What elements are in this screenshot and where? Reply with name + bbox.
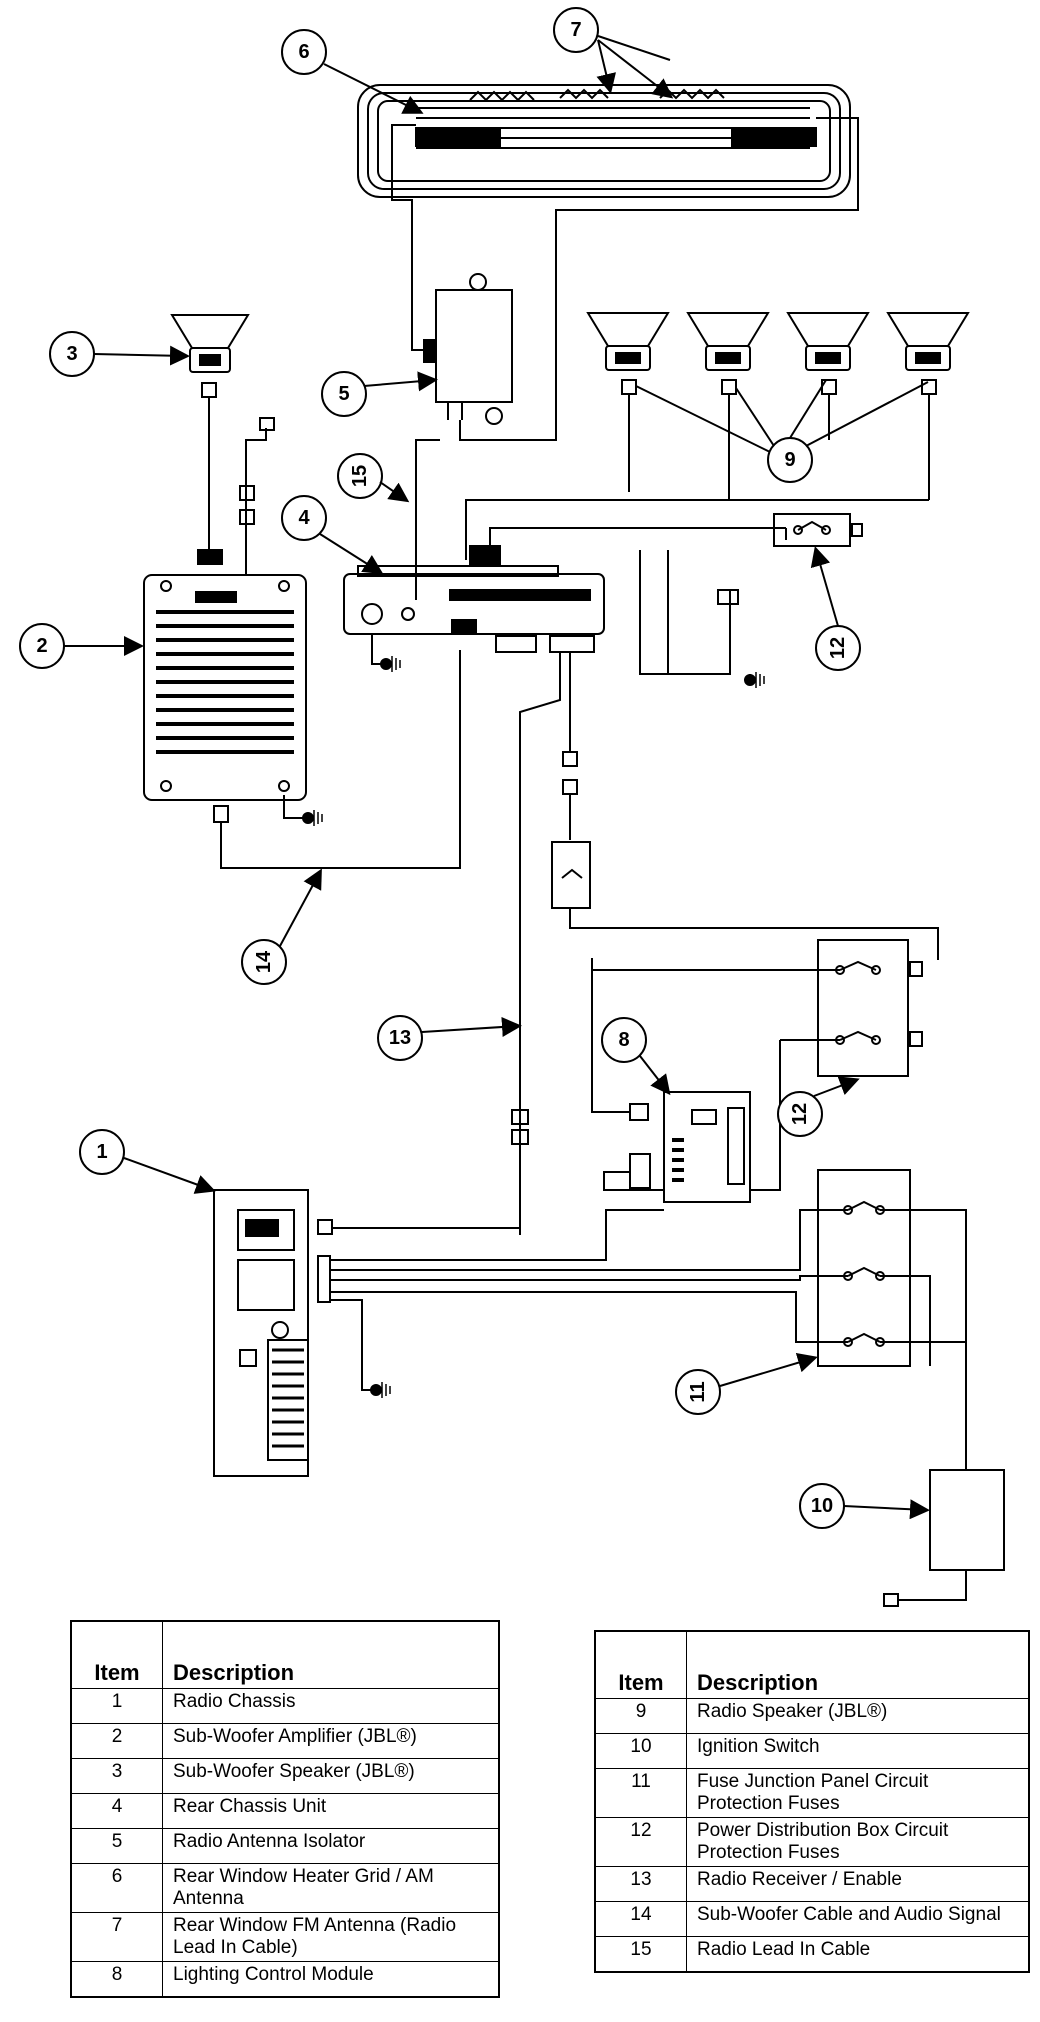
legend-description: Radio Chassis	[162, 1688, 500, 1724]
legend-description: Rear Window Heater Grid / AM Antenna	[162, 1863, 500, 1913]
legend-item: 12	[594, 1817, 687, 1867]
callout-6: 6	[298, 41, 309, 63]
legend-description: Fuse Junction Panel Circuit Protection F…	[686, 1768, 1030, 1818]
legend-header-description: Description	[686, 1631, 1030, 1699]
radio-chassis	[213, 1189, 309, 1477]
legend-item: 2	[70, 1723, 163, 1759]
legend-header-description: Description	[162, 1621, 500, 1689]
legend-description: Radio Antenna Isolator	[162, 1828, 500, 1864]
callout-8: 8	[618, 1029, 629, 1051]
legend-header-item: Item	[594, 1631, 687, 1699]
legend-item: 10	[594, 1733, 687, 1769]
legend-item: 14	[594, 1901, 687, 1937]
callout-2: 2	[36, 635, 47, 657]
power-distribution-box-upper	[773, 513, 863, 547]
legend-description: Sub-Woofer Speaker (JBL®)	[162, 1758, 500, 1794]
callout-12-upper: 12	[827, 637, 849, 659]
legend-item: 11	[594, 1768, 687, 1818]
callout-7: 7	[570, 19, 581, 41]
callout-12-lower: 12	[789, 1103, 811, 1125]
legend-item: 6	[70, 1863, 163, 1913]
legend-description: Radio Receiver / Enable	[686, 1866, 1030, 1902]
callout-3: 3	[66, 343, 77, 365]
callout-11: 11	[687, 1381, 709, 1402]
ignition-switch	[883, 1469, 1005, 1607]
legend-description: Rear Chassis Unit	[162, 1793, 500, 1829]
legend-item: 3	[70, 1758, 163, 1794]
wiring-diagram: 1 2 3 4 5 6 7 8 9 10 11 12 12 13 14 15	[19, 7, 1005, 1607]
legend-description: Radio Lead In Cable	[686, 1936, 1030, 1973]
legend-item: 13	[594, 1866, 687, 1902]
legend-description: Radio Speaker (JBL®)	[686, 1698, 1030, 1734]
legend-description: Lighting Control Module	[162, 1961, 500, 1998]
legend-description: Ignition Switch	[686, 1733, 1030, 1769]
sub-woofer-amplifier	[143, 574, 307, 801]
fuse-junction-panel	[817, 1169, 911, 1367]
power-distribution-box-lower	[817, 939, 923, 1077]
legend-description: Power Distribution Box Circuit Protectio…	[686, 1817, 1030, 1867]
callout-4: 4	[298, 507, 310, 529]
callout-15: 15	[349, 465, 371, 487]
sub-woofer-speaker	[170, 314, 250, 398]
legend-description: Rear Window FM Antenna (Radio Lead In Ca…	[162, 1912, 500, 1962]
callout-9: 9	[784, 449, 795, 471]
callout-10: 10	[811, 1495, 833, 1517]
legend-item: 5	[70, 1828, 163, 1864]
legend-header-item: Item	[70, 1621, 163, 1689]
legend-description: Sub-Woofer Cable and Audio Signal	[686, 1901, 1030, 1937]
callout-14: 14	[253, 950, 275, 973]
callout-1: 1	[96, 1141, 107, 1163]
legend-item: 1	[70, 1688, 163, 1724]
legend-item: 9	[594, 1698, 687, 1734]
legend-item: 7	[70, 1912, 163, 1962]
legend-item: 4	[70, 1793, 163, 1829]
legend-item: 8	[70, 1961, 163, 1998]
legend-description: Sub-Woofer Amplifier (JBL®)	[162, 1723, 500, 1759]
ground-symbols	[302, 658, 756, 1396]
legend-item: 15	[594, 1936, 687, 1973]
rear-window	[357, 84, 851, 198]
callout-5: 5	[338, 383, 349, 405]
rear-chassis-unit	[343, 545, 605, 653]
antenna-isolator	[423, 273, 513, 425]
callout-13: 13	[389, 1027, 411, 1049]
lighting-control-module	[663, 1091, 751, 1203]
radio-speakers	[586, 312, 970, 395]
